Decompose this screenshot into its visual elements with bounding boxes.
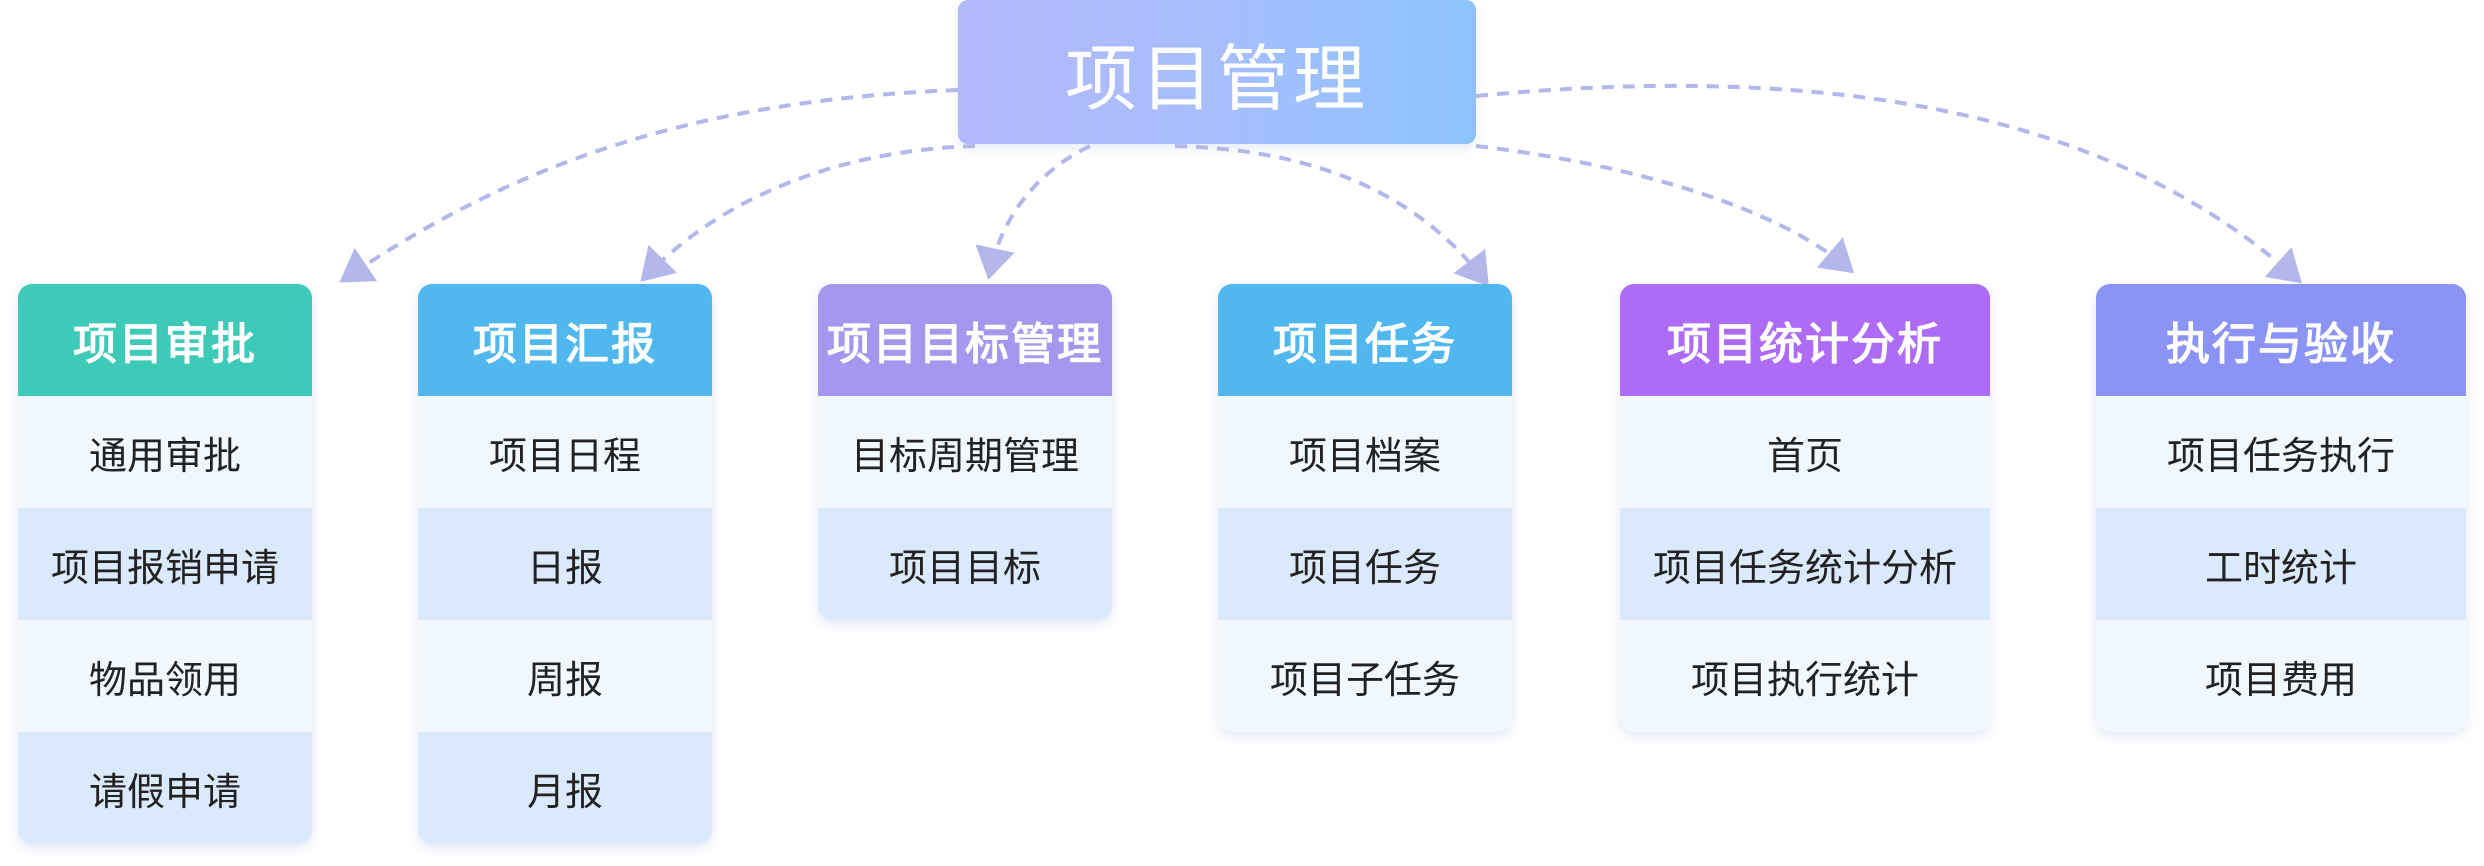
column-header: 项目统计分析 — [1620, 284, 1990, 396]
column-item: 项目档案 — [1218, 396, 1512, 508]
column-header: 执行与验收 — [2096, 284, 2466, 396]
column-item: 项目执行统计 — [1620, 620, 1990, 732]
column-item: 项目任务统计分析 — [1620, 508, 1990, 620]
column-item: 项目子任务 — [1218, 620, 1512, 732]
column-item: 项目任务 — [1218, 508, 1512, 620]
column-item: 首页 — [1620, 396, 1990, 508]
connector-arrow-4 — [1174, 144, 1489, 287]
column-goals: 项目目标管理 目标周期管理 项目目标 — [818, 284, 1112, 620]
column-item: 月报 — [418, 732, 712, 844]
connector-arrow-6 — [1475, 83, 2302, 284]
column-item: 工时统计 — [2096, 508, 2466, 620]
column-item: 项目报销申请 — [18, 508, 312, 620]
connector-arrow-2 — [640, 144, 976, 282]
column-item: 项目费用 — [2096, 620, 2466, 732]
column-statistics: 项目统计分析 首页 项目任务统计分析 项目执行统计 — [1620, 284, 1990, 732]
column-header: 项目目标管理 — [818, 284, 1112, 396]
root-node: 项目管理 — [958, 0, 1476, 144]
column-item: 目标周期管理 — [818, 396, 1112, 508]
column-item: 日报 — [418, 508, 712, 620]
column-execution: 执行与验收 项目任务执行 工时统计 项目费用 — [2096, 284, 2466, 732]
column-item: 物品领用 — [18, 620, 312, 732]
connector-arrow-5 — [1475, 144, 1855, 274]
column-tasks: 项目任务 项目档案 项目任务 项目子任务 — [1218, 284, 1512, 732]
column-item: 通用审批 — [18, 396, 312, 508]
column-header: 项目汇报 — [418, 284, 712, 396]
column-item: 周报 — [418, 620, 712, 732]
column-item: 项目日程 — [418, 396, 712, 508]
column-item: 项目任务执行 — [2096, 396, 2466, 508]
column-header: 项目审批 — [18, 284, 312, 396]
column-item: 项目目标 — [818, 508, 1112, 620]
connector-arrow-3 — [975, 144, 1091, 280]
connector-arrow-1 — [339, 88, 959, 283]
column-header: 项目任务 — [1218, 284, 1512, 396]
column-approval: 项目审批 通用审批 项目报销申请 物品领用 请假申请 — [18, 284, 312, 844]
column-item: 请假申请 — [18, 732, 312, 844]
column-report: 项目汇报 项目日程 日报 周报 月报 — [418, 284, 712, 844]
